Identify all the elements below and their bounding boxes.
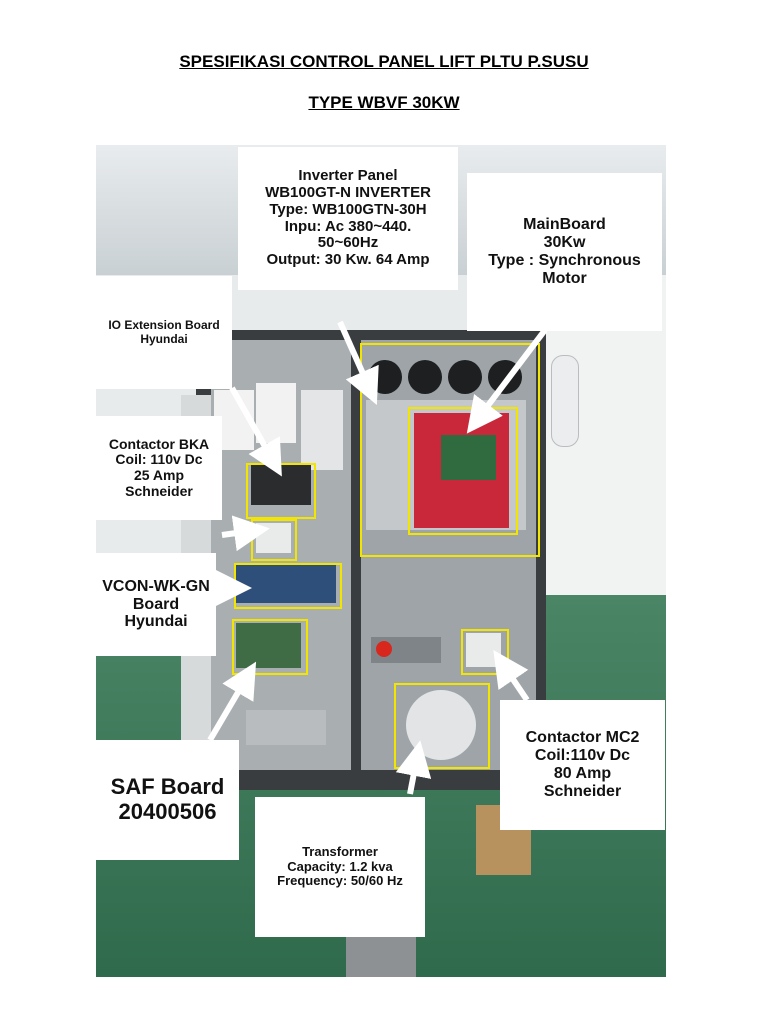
label-line: Inpu: Ac 380~440. [284,217,412,235]
label-line: Type: WB100GTN-30H [269,200,427,218]
label-line: 50~60Hz [317,234,379,252]
label-vcon-board: VCON-WK-GN Board Hyundai [96,553,216,656]
label-mainboard: MainBoard 30Kw Type : Synchronous Motor [467,173,662,331]
document-title: SPESIFIKASI CONTROL PANEL LIFT PLTU P.SU… [179,52,589,71]
label-line: 30Kw [543,234,586,252]
label-line: Contactor MC2 [525,729,640,747]
saf-board-module [236,623,301,668]
label-line: MainBoard [523,216,606,234]
label-line: Coil: 110v Dc [115,451,203,468]
label-line: Motor [542,269,587,287]
highlight-contactor-mc2 [461,629,509,675]
label-contactor-bka: Contactor BKA Coil: 110v Dc 25 Amp Schne… [96,416,222,520]
label-line: Output: 30 Kw. 64 Amp [266,251,430,269]
intercom-handset [551,355,579,447]
label-line: Inverter Panel [298,167,398,185]
power-supply [301,390,343,470]
label-line: Type : Synchronous [488,252,641,269]
label-line: VCON-WK-GN [102,577,210,595]
label-line: Schneider [543,782,622,800]
highlight-vcon-board [234,563,342,609]
highlight-saf-board [232,619,308,675]
label-inverter-panel: Inverter Panel WB100GT-N INVERTER Type: … [238,147,458,290]
label-line: Contactor BKA [108,435,210,452]
label-line: Transformer [302,844,378,860]
vcon-board-module [236,565,336,603]
label-line: 25 Amp [133,467,185,483]
mainboard-subboard [441,435,496,480]
label-transformer: Transformer Capacity: 1.2 kva Frequency:… [255,797,425,937]
stand [346,935,416,977]
psu-bottom [246,710,326,745]
label-line: Board [132,595,180,613]
label-saf-board: SAF Board 20400506 [96,740,239,860]
label-contactor-mc2: Contactor MC2 Coil:110v Dc 80 Amp Schnei… [500,700,665,830]
highlight-mainboard [408,407,518,535]
document-subtitle: TYPE WBVF 30KW [308,93,460,112]
label-line: 80 Amp [553,765,612,782]
highlight-contactor-bka [251,519,297,561]
label-line: SAF Board [110,774,225,800]
breaker-block [256,383,296,443]
label-line: Schneider [125,482,193,499]
emergency-stop [376,641,392,657]
label-line: WB100GT-N INVERTER [265,183,431,201]
fan [408,360,442,394]
highlight-transformer [394,683,490,769]
label-line: Frequency: 50/60 Hz [277,873,403,889]
label-line: Hyundai [124,613,188,631]
label-line: IO Extension Board [108,318,220,333]
label-line: Coil:110v Dc [534,747,631,765]
label-io-extension-board: IO Extension Board Hyundai [96,276,232,389]
label-line: Capacity: 1.2 kva [287,858,393,874]
label-line: Hyundai [140,331,188,346]
label-line: 20400506 [118,799,217,824]
highlight-io-board [246,463,316,519]
highlight-inverter [360,343,540,557]
